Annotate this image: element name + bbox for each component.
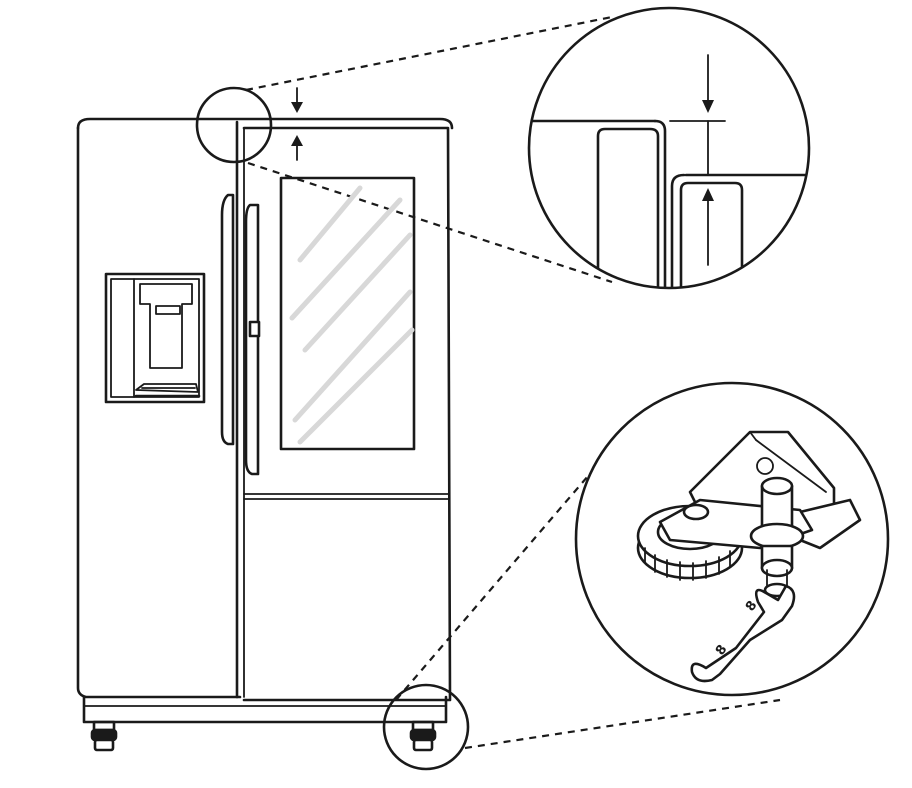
door-height-detail-zoom — [527, 6, 811, 290]
top-callout-leader-lines — [245, 15, 613, 284]
top-hinge-callout-circle — [195, 86, 273, 164]
fridge-door — [242, 126, 452, 702]
refrigerator — [76, 117, 454, 752]
water-ice-dispenser — [104, 272, 206, 404]
bottom-callout-leader-lines — [395, 454, 781, 750]
door-gap-indicator-arrows — [291, 87, 303, 161]
freezer-door — [235, 120, 245, 699]
leveling-feet — [90, 720, 437, 752]
hinge-bolt — [749, 476, 805, 598]
bottom-hinge-callout-circle — [382, 683, 470, 771]
bottom-hinge-detail-zoom: 8 8 — [574, 381, 890, 697]
door-handles — [220, 193, 261, 476]
door-glass-window — [279, 176, 416, 451]
